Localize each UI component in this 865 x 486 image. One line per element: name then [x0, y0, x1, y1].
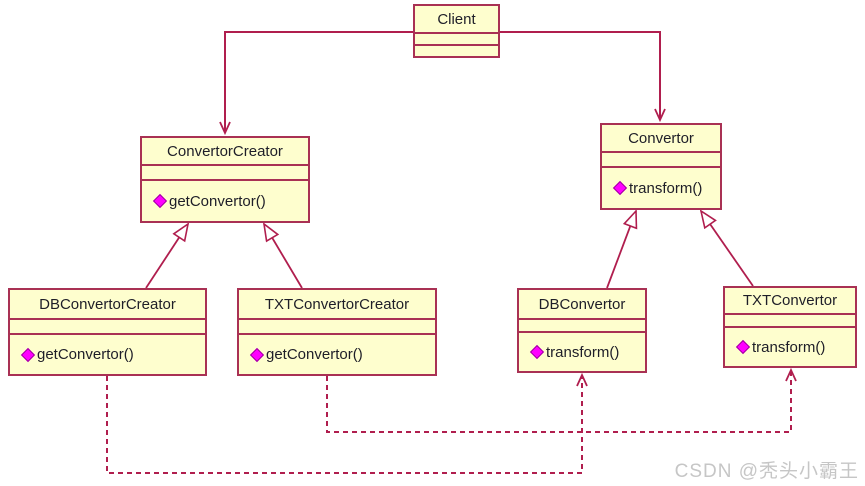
class-title: TXTConvertorCreator	[239, 290, 435, 320]
class-attributes-empty	[415, 34, 498, 46]
method-label: getConvertor()	[169, 192, 266, 210]
class-operations: transform()	[725, 328, 855, 366]
diamond-icon	[20, 347, 36, 362]
method-item: getConvertor()	[20, 346, 134, 363]
class-attributes-empty	[10, 320, 205, 335]
class-box-convertor-creator: ConvertorCreator getConvertor()	[140, 136, 310, 223]
method-item: transform()	[612, 179, 703, 197]
generalization-dbconvertor-to-convertor	[606, 211, 636, 289]
method-item: getConvertor()	[152, 192, 266, 210]
class-operations: getConvertor()	[239, 335, 435, 374]
class-title: Convertor	[602, 125, 720, 153]
generalization-dbconvertorcreator-to-convertorcreator	[145, 224, 188, 289]
diamond-icon	[249, 347, 265, 362]
class-box-db-convertor-creator: DBConvertorCreator getConvertor()	[8, 288, 207, 376]
class-attributes-empty	[142, 166, 308, 181]
diamond-icon	[152, 193, 168, 209]
diamond-icon	[612, 180, 628, 196]
association-client-to-convertorcreator	[219, 31, 413, 136]
class-title: DBConvertor	[519, 290, 645, 320]
class-title: Client	[415, 6, 498, 34]
class-title: TXTConvertor	[725, 288, 855, 315]
class-box-db-convertor: DBConvertor transform()	[517, 288, 647, 373]
dependency-dbconvertorcreator-to-dbconvertor	[106, 372, 588, 474]
method-label: transform()	[752, 338, 826, 356]
class-box-txt-convertor-creator: TXTConvertorCreator getConvertor()	[237, 288, 437, 376]
class-box-convertor: Convertor transform()	[600, 123, 722, 210]
method-label: transform()	[546, 343, 620, 361]
method-item: transform()	[735, 338, 826, 356]
dependency-txtconvertorcreator-to-txtconvertor	[326, 367, 797, 433]
class-title: DBConvertorCreator	[10, 290, 205, 320]
class-operations-empty	[415, 46, 498, 56]
method-item: transform()	[529, 343, 620, 361]
method-label: transform()	[629, 179, 703, 197]
class-operations: transform()	[519, 333, 645, 371]
class-operations: transform()	[602, 168, 720, 208]
class-attributes-empty	[602, 153, 720, 168]
class-operations: getConvertor()	[142, 181, 308, 221]
class-attributes-empty	[519, 320, 645, 333]
class-attributes-empty	[239, 320, 435, 335]
csdn-watermark: CSDN @秃头小霸王	[674, 461, 859, 482]
association-client-to-convertor	[500, 31, 666, 123]
class-box-client: Client	[413, 4, 500, 58]
diamond-icon	[735, 339, 751, 355]
class-box-txt-convertor: TXTConvertor transform()	[723, 286, 857, 368]
generalization-txtconvertorcreator-to-convertorcreator	[264, 224, 303, 289]
class-title: ConvertorCreator	[142, 138, 308, 166]
method-label: getConvertor()	[266, 346, 363, 363]
class-operations: getConvertor()	[10, 335, 205, 374]
method-item: getConvertor()	[249, 346, 363, 363]
class-attributes-empty	[725, 315, 855, 328]
generalization-txtconvertor-to-convertor	[701, 211, 754, 287]
method-label: getConvertor()	[37, 346, 134, 363]
diamond-icon	[529, 344, 545, 360]
